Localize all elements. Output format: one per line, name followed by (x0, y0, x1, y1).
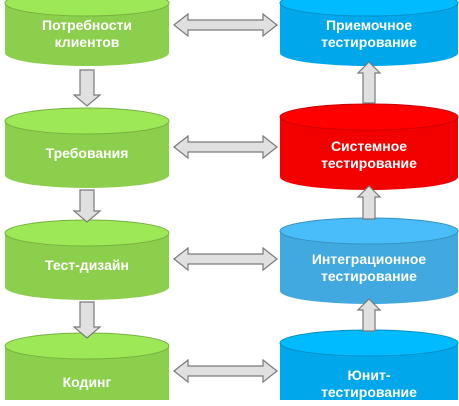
arrow-bidirectional-coding-unit (173, 358, 278, 384)
arrow-bidirectional-requirements-system (173, 134, 278, 160)
cylinder-system (279, 103, 459, 190)
arrow-up-integration-to-system (356, 185, 382, 220)
arrow-down-requirements-to-test-design (72, 189, 102, 223)
cylinder-unit (279, 329, 459, 406)
arrow-bidirectional-needs-acceptance (173, 12, 278, 38)
cylinder-integration (279, 217, 459, 304)
arrow-bidirectional-test-design-integration (173, 246, 278, 272)
cylinder-test-design (4, 219, 170, 300)
arrow-down-needs-to-requirements (72, 69, 102, 107)
cylinder-coding (4, 332, 170, 406)
cylinder-needs (4, 0, 170, 66)
arrow-up-system-to-acceptance (356, 61, 382, 104)
cylinder-requirements (4, 107, 170, 188)
arrow-up-unit-to-integration (356, 298, 382, 332)
cylinder-acceptance (279, 0, 459, 66)
arrow-down-test-design-to-coding (72, 301, 102, 339)
